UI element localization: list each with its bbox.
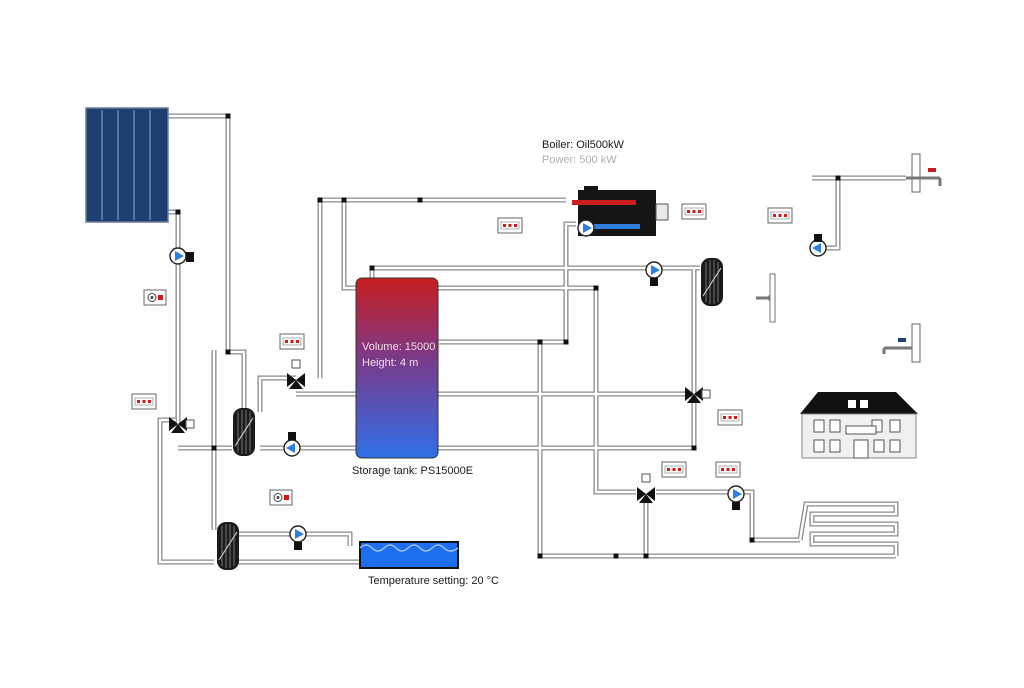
pipe-joint bbox=[537, 553, 543, 559]
pump-icon[interactable] bbox=[645, 261, 663, 279]
pipe-joint bbox=[691, 445, 697, 451]
controller-icon[interactable] bbox=[661, 461, 687, 478]
pipe-joint bbox=[417, 197, 423, 203]
pipe-core bbox=[656, 490, 800, 542]
solar-collector-icon[interactable] bbox=[85, 107, 169, 223]
pipe-joint bbox=[175, 209, 181, 215]
pipe-joint bbox=[643, 553, 649, 559]
pipe-joint bbox=[225, 113, 231, 119]
pump-icon[interactable] bbox=[283, 439, 301, 457]
pipe-joint bbox=[613, 553, 619, 559]
pipe-core bbox=[258, 376, 296, 412]
controller-icon[interactable] bbox=[767, 207, 793, 224]
valve-actuator bbox=[291, 359, 301, 369]
boiler-name-label: Boiler: Oil500kW bbox=[542, 139, 625, 151]
pipe-segment bbox=[157, 417, 214, 565]
tank-height-label: Height: 4 m bbox=[362, 357, 418, 369]
pipe-core bbox=[438, 222, 576, 344]
pipe-joint bbox=[341, 197, 347, 203]
pump-motor bbox=[186, 252, 194, 262]
pipe-joint bbox=[369, 265, 375, 271]
t-connector-icon[interactable] bbox=[756, 273, 776, 323]
storage-tank[interactable] bbox=[355, 277, 439, 459]
pipe-core bbox=[798, 502, 898, 556]
controller-icon[interactable] bbox=[717, 409, 743, 426]
pool-icon[interactable] bbox=[359, 541, 459, 569]
controller-icon[interactable] bbox=[715, 461, 741, 478]
pipe-core bbox=[438, 286, 636, 494]
three-way-valve-icon[interactable] bbox=[287, 373, 305, 389]
thermostat-icon[interactable] bbox=[269, 489, 293, 506]
pipe-joints bbox=[175, 113, 841, 559]
heat-exchanger-icon[interactable] bbox=[232, 407, 256, 457]
valve-actuator bbox=[185, 419, 195, 429]
controller-icon[interactable] bbox=[279, 333, 305, 350]
controller-icon[interactable] bbox=[497, 217, 523, 234]
pump-motor bbox=[650, 278, 658, 286]
pipe-core bbox=[342, 200, 356, 290]
pipe-joint bbox=[225, 349, 231, 355]
pipe-segment bbox=[438, 221, 576, 345]
pump-icon[interactable] bbox=[169, 247, 187, 265]
pipe-core bbox=[228, 532, 352, 546]
pipe-joint bbox=[317, 197, 323, 203]
pipe-joint bbox=[211, 445, 217, 451]
pipe-joint bbox=[537, 339, 543, 345]
pump-motor bbox=[732, 502, 740, 510]
tank-name-label: Storage tank: PS15000E bbox=[352, 465, 473, 477]
controller-icon[interactable] bbox=[131, 393, 157, 410]
pipe-segment bbox=[656, 489, 800, 543]
pump-motor bbox=[814, 234, 822, 242]
heat-exchanger-icon[interactable] bbox=[216, 521, 240, 571]
heat-exchanger-icon[interactable] bbox=[700, 257, 724, 307]
boiler-icon[interactable] bbox=[572, 186, 669, 237]
boiler-power-label: Power: 500 kW bbox=[542, 154, 617, 166]
three-way-valve-icon[interactable] bbox=[637, 487, 655, 503]
pipe-core bbox=[158, 418, 214, 564]
pipe-joint bbox=[563, 339, 569, 345]
thermostat-icon[interactable] bbox=[143, 289, 167, 306]
pipe-joint bbox=[749, 537, 755, 543]
valve-actuator bbox=[641, 473, 651, 483]
temperature-setting-label: Temperature setting: 20 °C bbox=[368, 575, 499, 587]
pipe-segment bbox=[228, 531, 353, 546]
valve-actuator bbox=[701, 389, 711, 399]
pipe-segment bbox=[438, 285, 636, 495]
pipe-segment bbox=[797, 501, 899, 556]
house-icon[interactable] bbox=[800, 392, 918, 459]
pump-icon[interactable] bbox=[727, 485, 745, 503]
pump-icon[interactable] bbox=[809, 239, 827, 257]
pipe-joint bbox=[593, 285, 599, 291]
tank-volume-label: Volume: 15000 l bbox=[362, 341, 441, 353]
faucet-icon[interactable] bbox=[906, 153, 942, 193]
pump-motor bbox=[288, 432, 296, 440]
pump-motor bbox=[294, 542, 302, 550]
faucet-icon[interactable] bbox=[882, 323, 921, 363]
pump-icon[interactable] bbox=[289, 525, 307, 543]
pipe-joint bbox=[835, 175, 841, 181]
controller-icon[interactable] bbox=[681, 203, 707, 220]
pipe-segment bbox=[341, 200, 356, 291]
